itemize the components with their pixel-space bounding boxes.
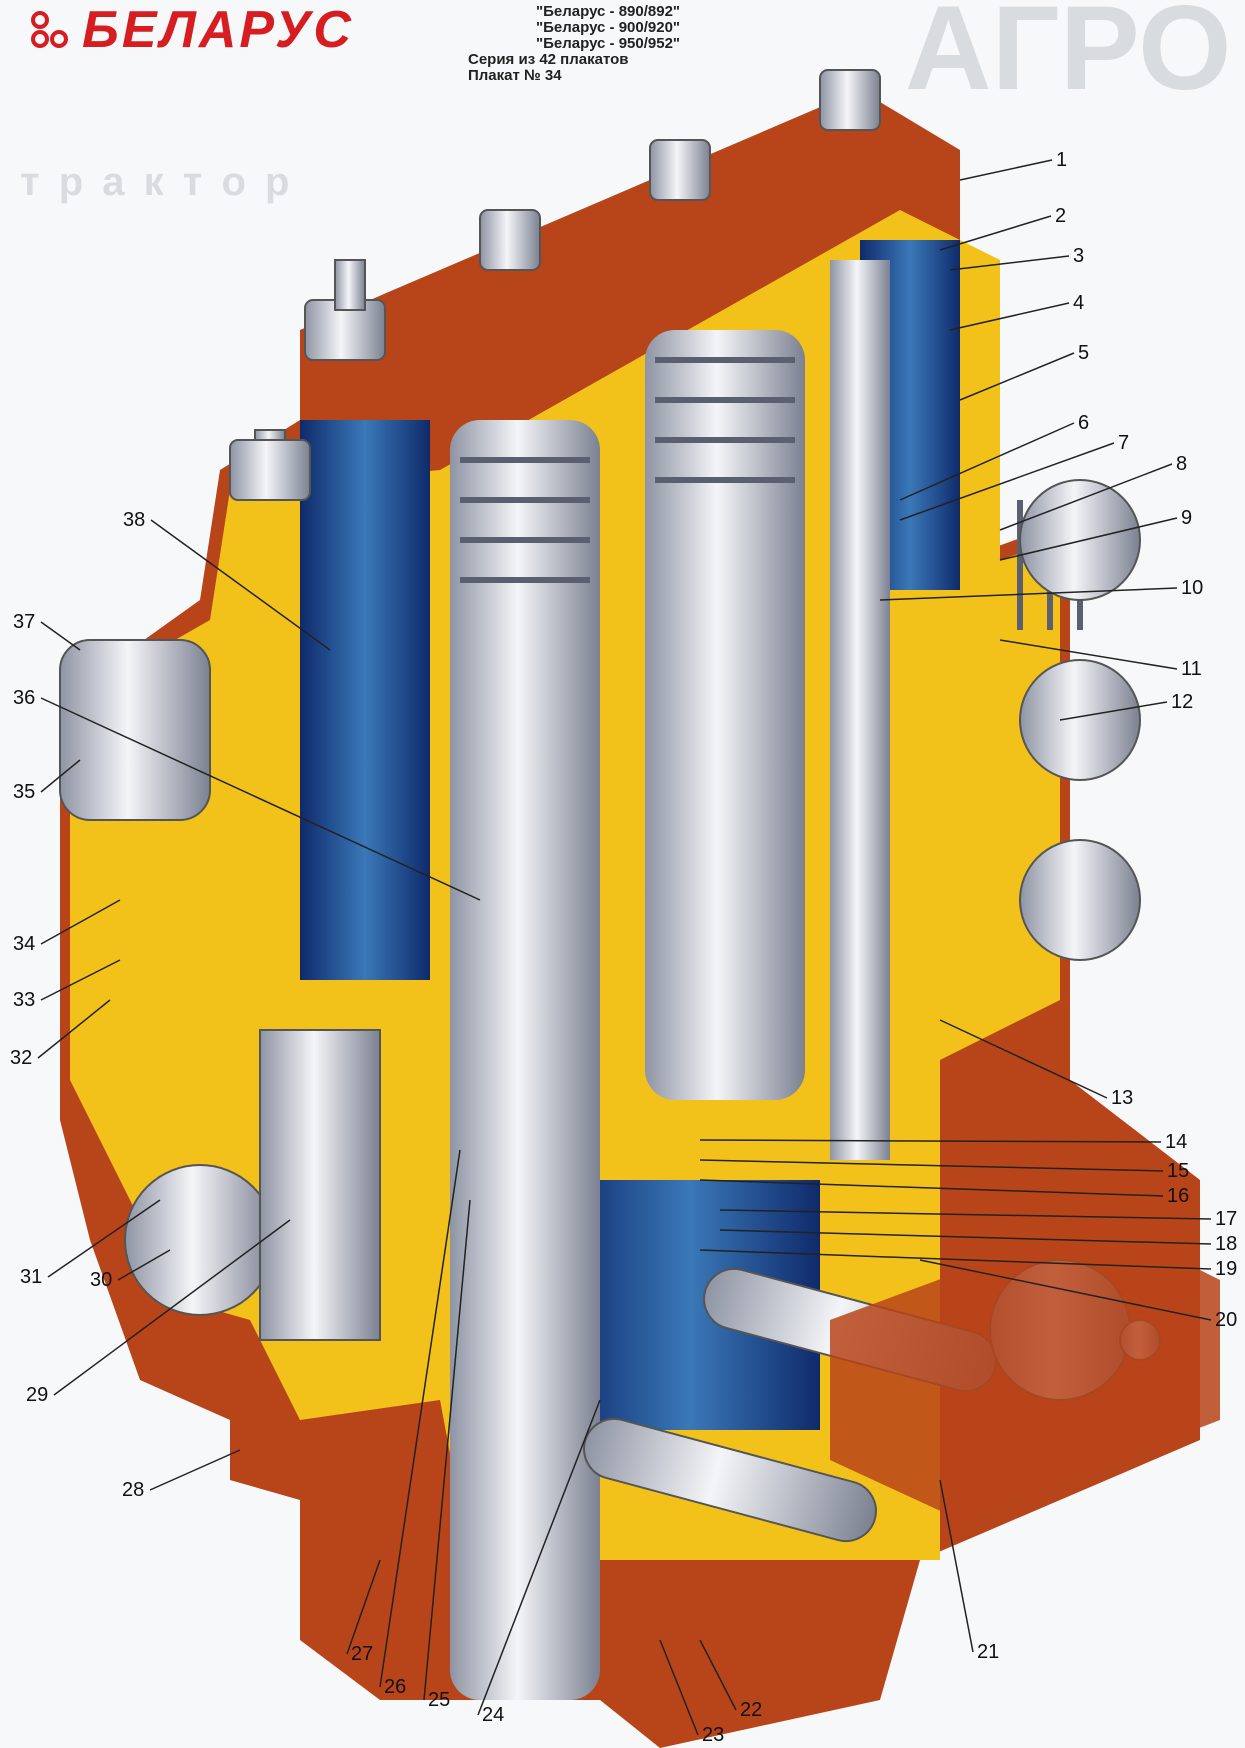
callout-4: 4 — [1073, 292, 1085, 314]
leader-line-33 — [40, 959, 121, 1001]
poster-number: Плакат № 34 — [468, 67, 562, 84]
callout-2: 2 — [1055, 205, 1067, 227]
callout-8: 8 — [1176, 453, 1188, 475]
callout-3: 3 — [1073, 245, 1085, 267]
housing — [59, 69, 1220, 1748]
leader-line-34 — [40, 899, 121, 945]
callout-38: 38 — [123, 509, 146, 531]
logo-icon — [31, 11, 68, 48]
leader-line-19 — [699, 1249, 1212, 1270]
leader-line-25 — [423, 1199, 471, 1701]
callout-25: 25 — [428, 1689, 451, 1711]
callout-32: 32 — [10, 1047, 33, 1069]
leader-line-6 — [899, 422, 1075, 501]
leader-line-11 — [999, 639, 1178, 670]
model-2: "Беларус - 900/920" — [536, 19, 681, 36]
callout-7: 7 — [1118, 432, 1130, 454]
callout-20: 20 — [1215, 1309, 1238, 1331]
callout-26: 26 — [384, 1676, 407, 1698]
callout-23: 23 — [702, 1724, 725, 1746]
leader-line-15 — [699, 1159, 1164, 1172]
leader-line-27 — [346, 1559, 381, 1655]
leader-line-7 — [899, 442, 1115, 521]
callout-36: 36 — [13, 687, 36, 709]
callout-33: 33 — [13, 989, 36, 1011]
leader-line-28 — [149, 1449, 241, 1491]
leader-line-18 — [719, 1229, 1212, 1245]
callout-28: 28 — [122, 1479, 145, 1501]
callout-5: 5 — [1078, 342, 1090, 364]
callout-27: 27 — [351, 1643, 374, 1665]
logo-text: БЕЛАРУС — [82, 1, 354, 59]
callout-1: 1 — [1056, 149, 1068, 171]
callout-22: 22 — [740, 1699, 763, 1721]
leader-line-32 — [37, 999, 111, 1059]
leader-line-36 — [40, 697, 481, 901]
leader-line-24 — [477, 1399, 601, 1716]
callout-6: 6 — [1078, 412, 1090, 434]
leader-line-8 — [999, 463, 1173, 531]
callout-13: 13 — [1111, 1087, 1134, 1109]
callout-11: 11 — [1181, 658, 1202, 680]
callout-31: 31 — [20, 1266, 43, 1288]
leader-line-12 — [1059, 701, 1168, 721]
poster-header: "Беларус - 890/892" "Беларус - 900/920" … — [468, 4, 680, 84]
leader-line-4 — [949, 302, 1070, 331]
leader-lines — [37, 159, 1212, 1736]
leader-line-26 — [379, 1149, 461, 1688]
brand-logo: БЕЛАРУС — [30, 0, 354, 60]
callout-24: 24 — [482, 1704, 505, 1726]
leader-line-22 — [699, 1639, 737, 1711]
leader-line-21 — [939, 1479, 974, 1653]
callout-18: 18 — [1215, 1233, 1238, 1255]
leader-line-14 — [699, 1139, 1162, 1143]
callout-12: 12 — [1171, 691, 1194, 713]
leader-line-16 — [699, 1179, 1164, 1197]
callout-35: 35 — [13, 781, 36, 803]
series-text: Серия из 42 плакатов — [468, 51, 629, 68]
leader-line-9 — [999, 517, 1178, 561]
model-3: "Беларус - 950/952" — [536, 35, 681, 52]
callout-30: 30 — [90, 1269, 113, 1291]
callout-21: 21 — [977, 1641, 1000, 1663]
leader-line-35 — [40, 759, 81, 793]
callout-19: 19 — [1215, 1258, 1238, 1280]
callout-15: 15 — [1167, 1160, 1190, 1182]
leader-line-29 — [53, 1219, 291, 1396]
callout-17: 17 — [1215, 1208, 1238, 1230]
callout-37: 37 — [13, 611, 36, 633]
callout-9: 9 — [1181, 507, 1193, 529]
callout-14: 14 — [1165, 1131, 1188, 1153]
callout-34: 34 — [13, 933, 36, 955]
leader-line-37 — [40, 621, 81, 651]
leader-line-1 — [959, 159, 1053, 181]
leader-line-38 — [150, 519, 331, 651]
leader-line-2 — [939, 215, 1052, 251]
model-1: "Беларус - 890/892" — [536, 3, 681, 20]
leader-line-30 — [117, 1249, 171, 1281]
leader-line-13 — [939, 1019, 1108, 1099]
callout-10: 10 — [1181, 577, 1204, 599]
leader-line-10 — [879, 587, 1178, 601]
leader-line-17 — [719, 1209, 1212, 1220]
callout-16: 16 — [1167, 1185, 1190, 1207]
callout-29: 29 — [26, 1384, 49, 1406]
leader-line-31 — [47, 1199, 161, 1278]
leader-line-20 — [919, 1259, 1212, 1321]
watermark-subtext: т р а к т о р — [20, 160, 294, 204]
watermark: АГРО — [905, 0, 1232, 115]
leader-line-5 — [959, 352, 1075, 401]
leader-line-23 — [659, 1639, 699, 1736]
leader-line-3 — [949, 255, 1070, 271]
